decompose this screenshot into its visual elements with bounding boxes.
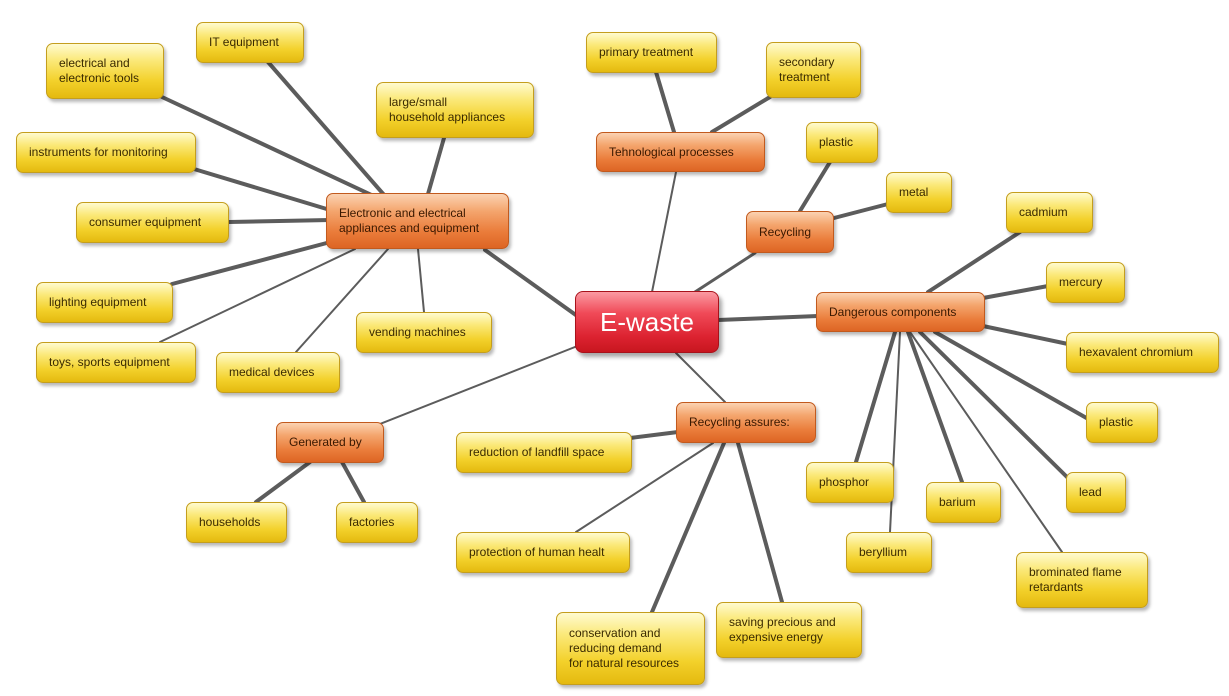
leaf-conservation-natural-resources[interactable]: conservation and reducing demand for nat…: [556, 612, 705, 685]
leaf-instruments-for-monitoring[interactable]: instruments for monitoring: [16, 132, 196, 173]
connector-line-0: [483, 248, 582, 320]
connector-line-27: [854, 330, 897, 464]
connector-line-32: [650, 441, 726, 614]
branch-electronic-appliances[interactable]: Electronic and electrical appliances and…: [326, 193, 509, 249]
connector-line-16: [710, 95, 772, 134]
connector-line-18: [832, 202, 890, 220]
leaf-mercury[interactable]: mercury: [1046, 262, 1125, 303]
leaf-toys-sports-equipment[interactable]: toys, sports equipment: [36, 342, 196, 383]
leaf-lead[interactable]: lead: [1066, 472, 1126, 513]
leaf-plastic-recycling[interactable]: plastic: [806, 122, 878, 163]
connector-line-26: [889, 331, 901, 533]
branch-dangerous-components[interactable]: Dangerous components: [816, 292, 985, 332]
leaf-beryllium[interactable]: beryllium: [846, 532, 932, 573]
connector-line-31: [575, 442, 714, 533]
connector-line-9: [192, 167, 332, 212]
connector-line-5: [675, 352, 726, 403]
leaf-reduction-of-landfill-space[interactable]: reduction of landfill space: [456, 432, 632, 473]
connector-line-15: [654, 70, 676, 134]
leaf-electrical-tools[interactable]: electrical and electronic tools: [46, 43, 164, 99]
root-node-e-waste[interactable]: E-waste: [575, 291, 719, 353]
connector-line-22: [933, 330, 1092, 422]
connector-line-14: [417, 248, 425, 313]
leaf-vending-machines[interactable]: vending machines: [356, 312, 492, 353]
leaf-household-appliances[interactable]: large/small household appliances: [376, 82, 534, 138]
connector-line-7: [266, 60, 387, 198]
leaf-lighting-equipment[interactable]: lighting equipment: [36, 282, 173, 323]
leaf-barium[interactable]: barium: [926, 482, 1001, 523]
connector-line-24: [909, 331, 1063, 553]
branch-recycling-assures[interactable]: Recycling assures:: [676, 402, 816, 443]
leaf-phosphor[interactable]: phosphor: [806, 462, 894, 503]
connector-line-33: [736, 441, 784, 604]
connector-line-10: [227, 218, 332, 224]
branch-generated-by[interactable]: Generated by: [276, 422, 384, 463]
connector-line-20: [981, 284, 1050, 300]
leaf-hexavalent-chromium[interactable]: hexavalent chromium: [1066, 332, 1219, 373]
leaf-saving-energy[interactable]: saving precious and expensive energy: [716, 602, 862, 658]
connector-line-1: [651, 171, 677, 293]
leaf-factories[interactable]: factories: [336, 502, 418, 543]
leaf-protection-of-human-health[interactable]: protection of human healt: [456, 532, 630, 573]
connector-line-8: [426, 136, 446, 196]
leaf-secondary-treatment[interactable]: secondary treatment: [766, 42, 861, 98]
leaf-medical-devices[interactable]: medical devices: [216, 352, 340, 393]
connector-line-12: [159, 248, 356, 343]
connector-line-25: [906, 330, 964, 484]
connector-line-11: [170, 238, 340, 286]
connector-line-19: [926, 230, 1022, 294]
connector-line-29: [340, 460, 366, 504]
connector-line-23: [918, 330, 1072, 482]
branch-technological-processes[interactable]: Tehnological processes: [596, 132, 765, 172]
leaf-brominated-flame-retardants[interactable]: brominated flame retardants: [1016, 552, 1148, 608]
leaf-it-equipment[interactable]: IT equipment: [196, 22, 304, 63]
leaf-plastic-dangerous[interactable]: plastic: [1086, 402, 1158, 443]
leaf-cadmium[interactable]: cadmium: [1006, 192, 1093, 233]
connector-line-3: [716, 314, 820, 322]
connector-line-17: [798, 160, 832, 213]
connector-line-4: [379, 344, 581, 425]
leaf-metal[interactable]: metal: [886, 172, 952, 213]
connector-line-28: [254, 460, 312, 504]
branch-recycling[interactable]: Recycling: [746, 211, 834, 253]
connector-line-2: [693, 251, 757, 294]
connector-line-30: [628, 430, 680, 440]
connector-line-21: [981, 324, 1070, 346]
connector-line-13: [295, 248, 389, 353]
leaf-households[interactable]: households: [186, 502, 287, 543]
leaf-consumer-equipment[interactable]: consumer equipment: [76, 202, 229, 243]
connector-line-6: [160, 95, 380, 200]
leaf-primary-treatment[interactable]: primary treatment: [586, 32, 717, 73]
